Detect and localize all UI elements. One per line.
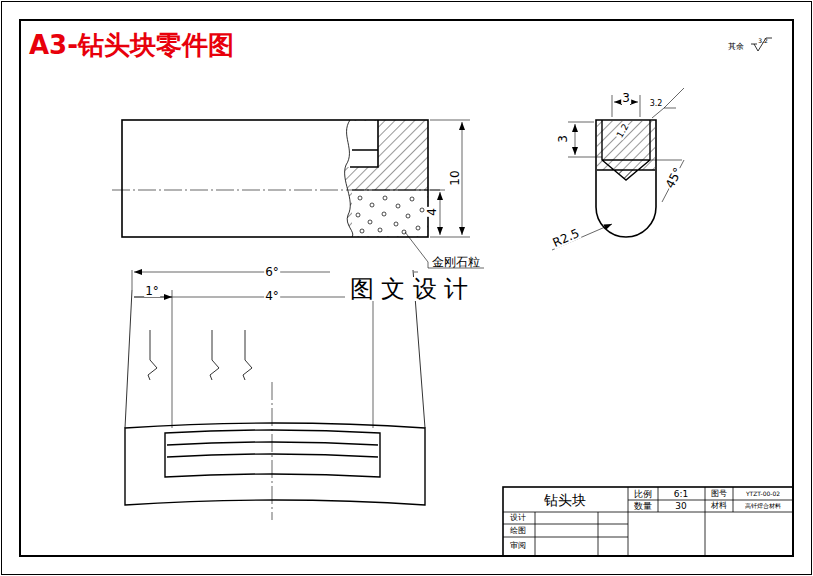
dimension: 3	[621, 92, 631, 104]
table-cell: 数量	[634, 502, 652, 511]
part-name: 钻头块	[544, 493, 586, 507]
dimension: 4	[426, 207, 438, 217]
roughness-value: 3.2	[758, 38, 768, 44]
table-cell: 图号	[711, 490, 727, 498]
roughness-note: 其余	[728, 43, 744, 51]
dimension: 3	[557, 134, 569, 144]
watermark: 图 文 设 计	[349, 277, 470, 301]
table-cell: 30	[675, 502, 686, 511]
table-cell: 6:1	[674, 490, 688, 499]
table-cell: 绘图	[510, 527, 526, 535]
sheet-title: A3-钻头块零件图	[29, 32, 234, 58]
table-cell: 材料	[711, 502, 727, 510]
table-cell: 审阅	[510, 542, 526, 550]
part-callout: 金刚石粒	[432, 256, 480, 268]
table-cell: 设计	[510, 514, 526, 522]
table-cell: 高钎焊合材料	[745, 503, 781, 509]
angle-dimension: 6°	[264, 266, 280, 278]
table-cell: 比例	[634, 490, 652, 499]
dimension: 10	[449, 169, 461, 186]
angle-dimension: 45°	[663, 165, 685, 191]
roughness-value: 3.2	[649, 100, 664, 108]
radius-dimension: R2.5	[550, 227, 582, 250]
angle-dimension: 4°	[264, 290, 280, 302]
angle-dimension: 1°	[144, 285, 160, 297]
table-cell: YTZT-00-02	[746, 491, 780, 497]
